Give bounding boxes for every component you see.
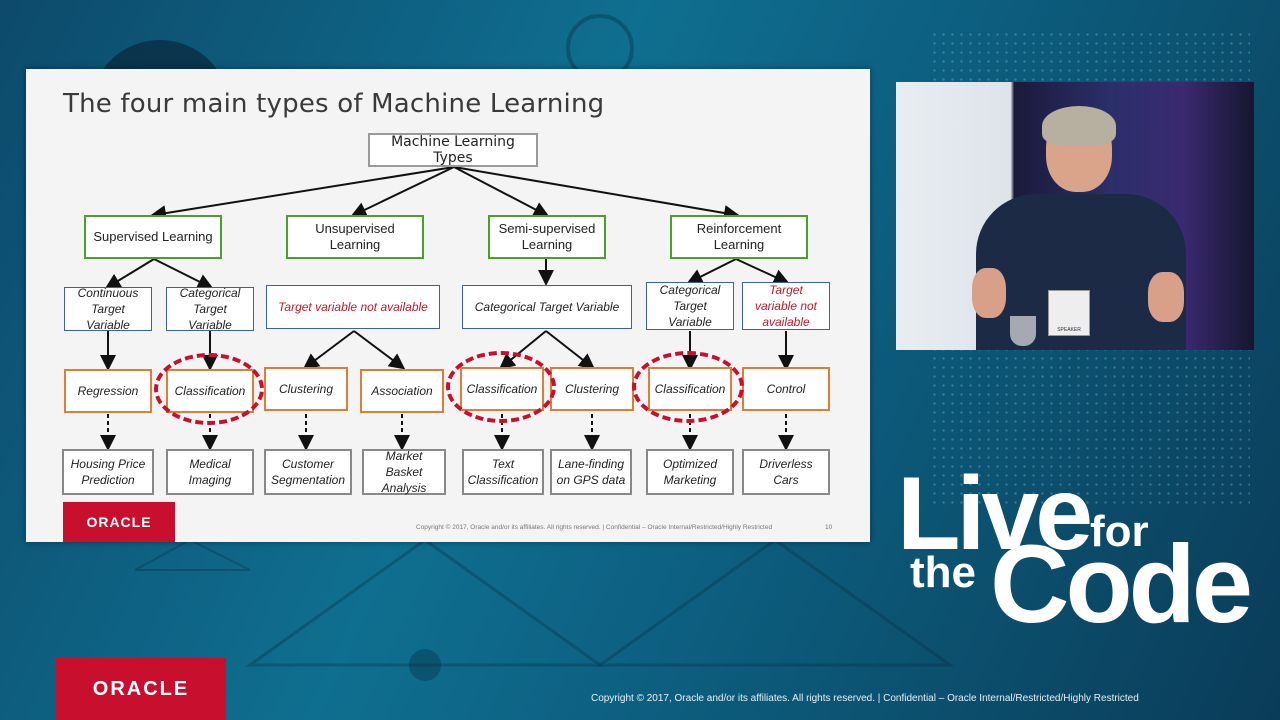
example-driverless-cars: Driverless Cars xyxy=(742,449,830,495)
task-association: Association xyxy=(360,369,444,413)
example-optimized-marketing: Optimized Marketing xyxy=(646,449,734,495)
task-control: Control xyxy=(742,367,830,411)
target-categorical: Categorical Target Variable xyxy=(166,286,254,332)
task-clustering-semi: Clustering xyxy=(550,367,634,411)
slide-footer: Copyright © 2017, Oracle and/or its affi… xyxy=(416,524,773,531)
target-categorical-semi: Categorical Target Variable xyxy=(462,285,632,329)
example-lane-finding: Lane-finding on GPS data xyxy=(550,449,632,495)
highlight-ellipse xyxy=(446,351,556,423)
target-continuous: Continuous Target Variable xyxy=(64,286,152,332)
copyright-text: Copyright © 2017, Oracle and/or its affi… xyxy=(591,693,1139,704)
brand-code: Code xyxy=(990,523,1253,646)
brand-live: Live xyxy=(897,456,1093,572)
speaker-video: SPEAKER xyxy=(896,82,1254,350)
target-categorical-reinforcement: Categorical Target Variable xyxy=(646,282,734,330)
example-market-basket: Market Basket Analysis xyxy=(362,449,446,495)
example-medical-imaging: Medical Imaging xyxy=(166,449,254,495)
speaker-hand xyxy=(972,268,1006,318)
root-node: Machine Learning Types xyxy=(368,133,538,167)
highlight-ellipse xyxy=(632,351,744,423)
example-text-classification: Text Classification xyxy=(462,449,544,495)
speaker-badge-label: SPEAKER xyxy=(1057,327,1081,333)
slide-page-number: 10 xyxy=(825,524,833,531)
category-unsupervised: Unsupervised Learning xyxy=(286,215,424,259)
category-semi-supervised: Semi-supervised Learning xyxy=(488,215,606,259)
example-customer-segmentation: Customer Segmentation xyxy=(264,449,352,495)
category-supervised: Supervised Learning xyxy=(84,215,222,259)
speaker-hair xyxy=(1042,106,1116,146)
highlight-ellipse xyxy=(154,353,264,425)
target-not-available: Target variable not available xyxy=(266,285,440,329)
task-regression: Regression xyxy=(64,369,152,413)
slide-title: The four main types of Machine Learning xyxy=(63,89,605,119)
oracle-logo: ORACLE xyxy=(56,658,226,720)
slide-oracle-logo: ORACLE xyxy=(63,502,175,542)
task-clustering-unsupervised: Clustering xyxy=(264,367,348,411)
brand-the: the xyxy=(910,548,976,597)
target-not-available-reinforcement: Target variable not available xyxy=(742,282,830,330)
category-reinforcement: Reinforcement Learning xyxy=(670,215,808,259)
speaker-hand xyxy=(1148,272,1184,322)
example-housing-price: Housing Price Prediction xyxy=(62,449,154,495)
brand-for: for xyxy=(1090,507,1149,556)
presentation-slide: The four main types of Machine Learning xyxy=(26,69,870,542)
speaker-badge: SPEAKER xyxy=(1048,290,1090,336)
water-glass xyxy=(1010,316,1036,346)
